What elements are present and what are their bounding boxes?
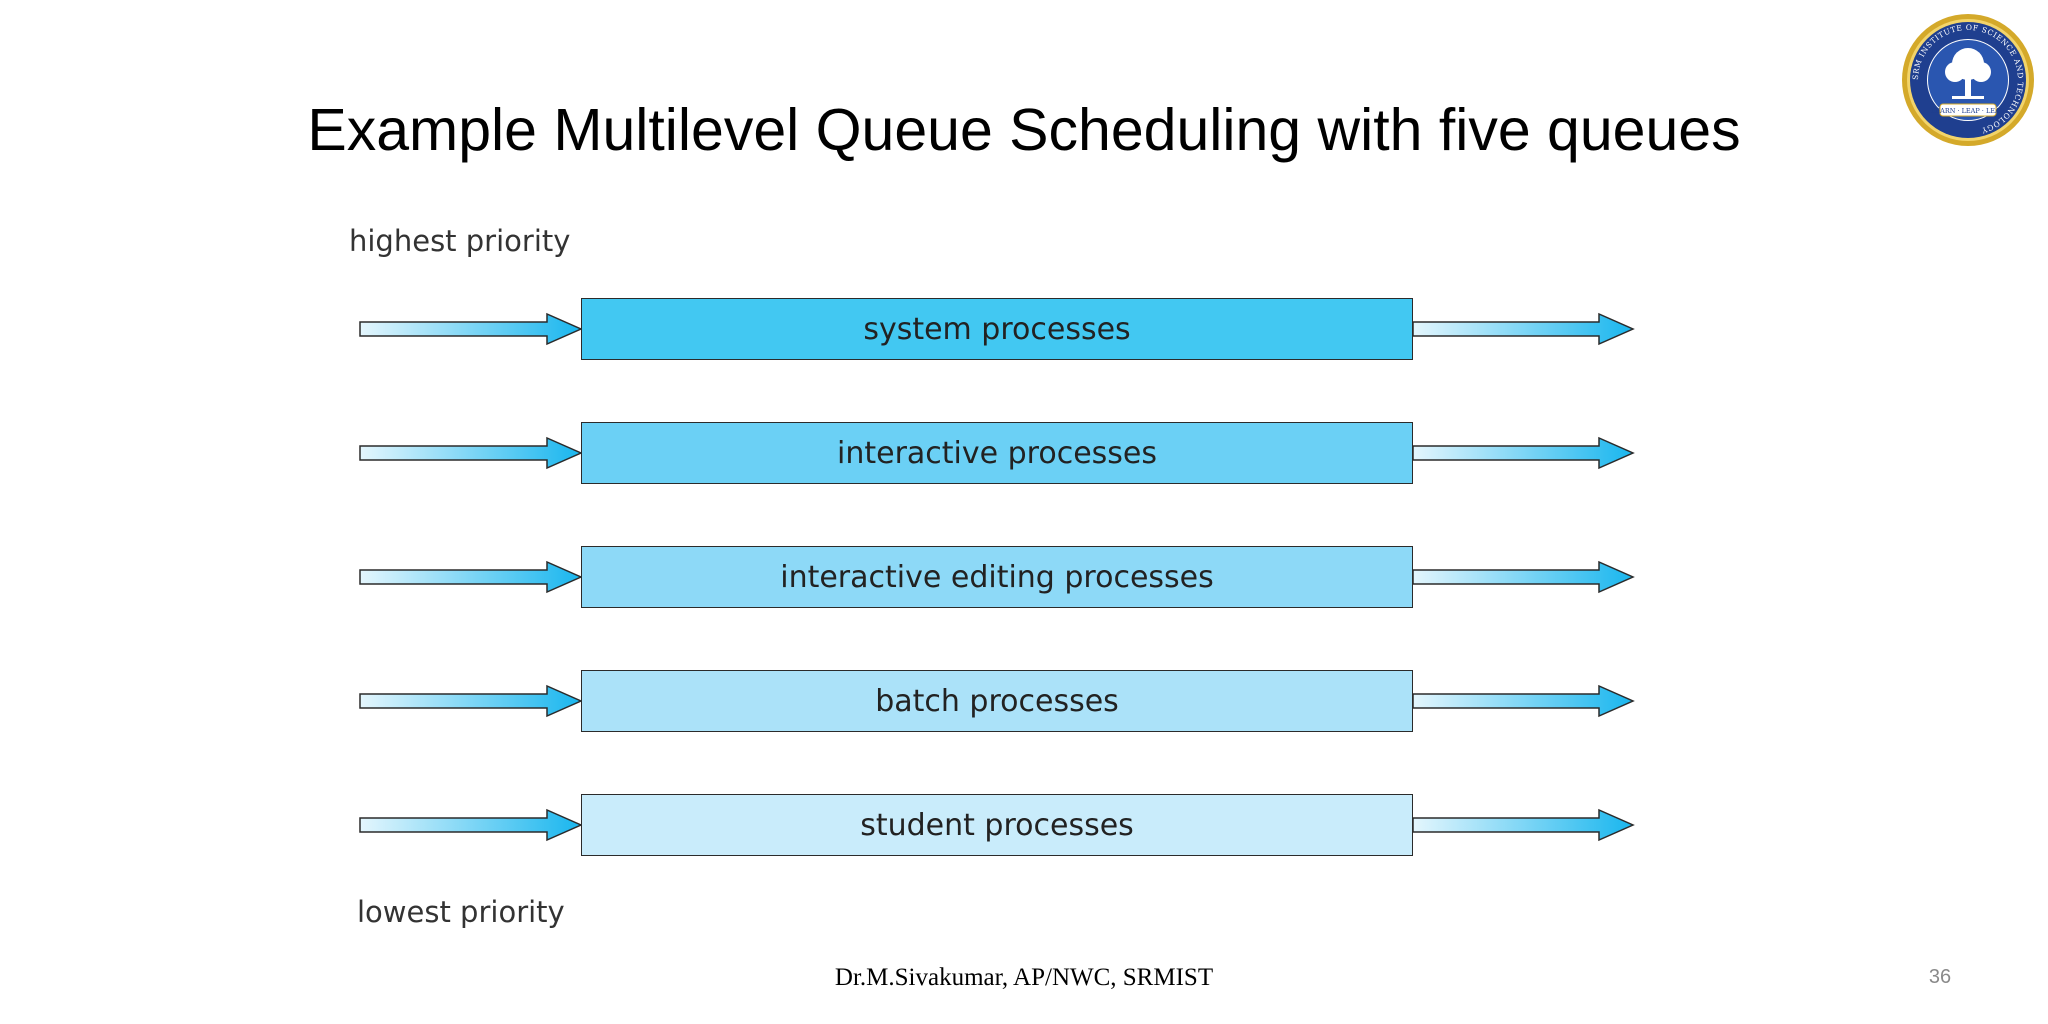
tree-icon [1945,48,1991,99]
outgoing-arrow-icon [1412,312,1635,346]
queue-box: interactive processes [581,422,1413,484]
logo-motto: LEARN · LEAP · LEAD [1931,107,2005,115]
slide-footer: Dr.M.Sivakumar, AP/NWC, SRMIST [834,964,1214,991]
queue-box: system processes [581,298,1413,360]
queue-label: system processes [863,311,1131,347]
slide-title: Example Multilevel Queue Scheduling with… [307,97,1741,163]
outgoing-arrow-icon [1412,436,1635,470]
highest-priority-label: highest priority [349,224,571,258]
queue-label: interactive editing processes [780,559,1214,595]
incoming-arrow-icon [359,436,583,470]
incoming-arrow-icon [359,312,583,346]
queue-box: batch processes [581,670,1413,732]
outgoing-arrow-icon [1412,808,1635,842]
outgoing-arrow-icon [1412,684,1635,718]
incoming-arrow-icon [359,560,583,594]
institute-logo: SRM INSTITUTE OF SCIENCE AND TECHNOLOGY … [1902,14,2034,146]
queue-box: interactive editing processes [581,546,1413,608]
queue-label: interactive processes [837,435,1157,471]
lowest-priority-label: lowest priority [357,895,565,929]
queue-label: batch processes [875,683,1119,719]
outgoing-arrow-icon [1412,560,1635,594]
slide-number: 36 [1928,966,1952,988]
queue-label: student processes [860,807,1134,843]
incoming-arrow-icon [359,808,583,842]
incoming-arrow-icon [359,684,583,718]
queue-box: student processes [581,794,1413,856]
